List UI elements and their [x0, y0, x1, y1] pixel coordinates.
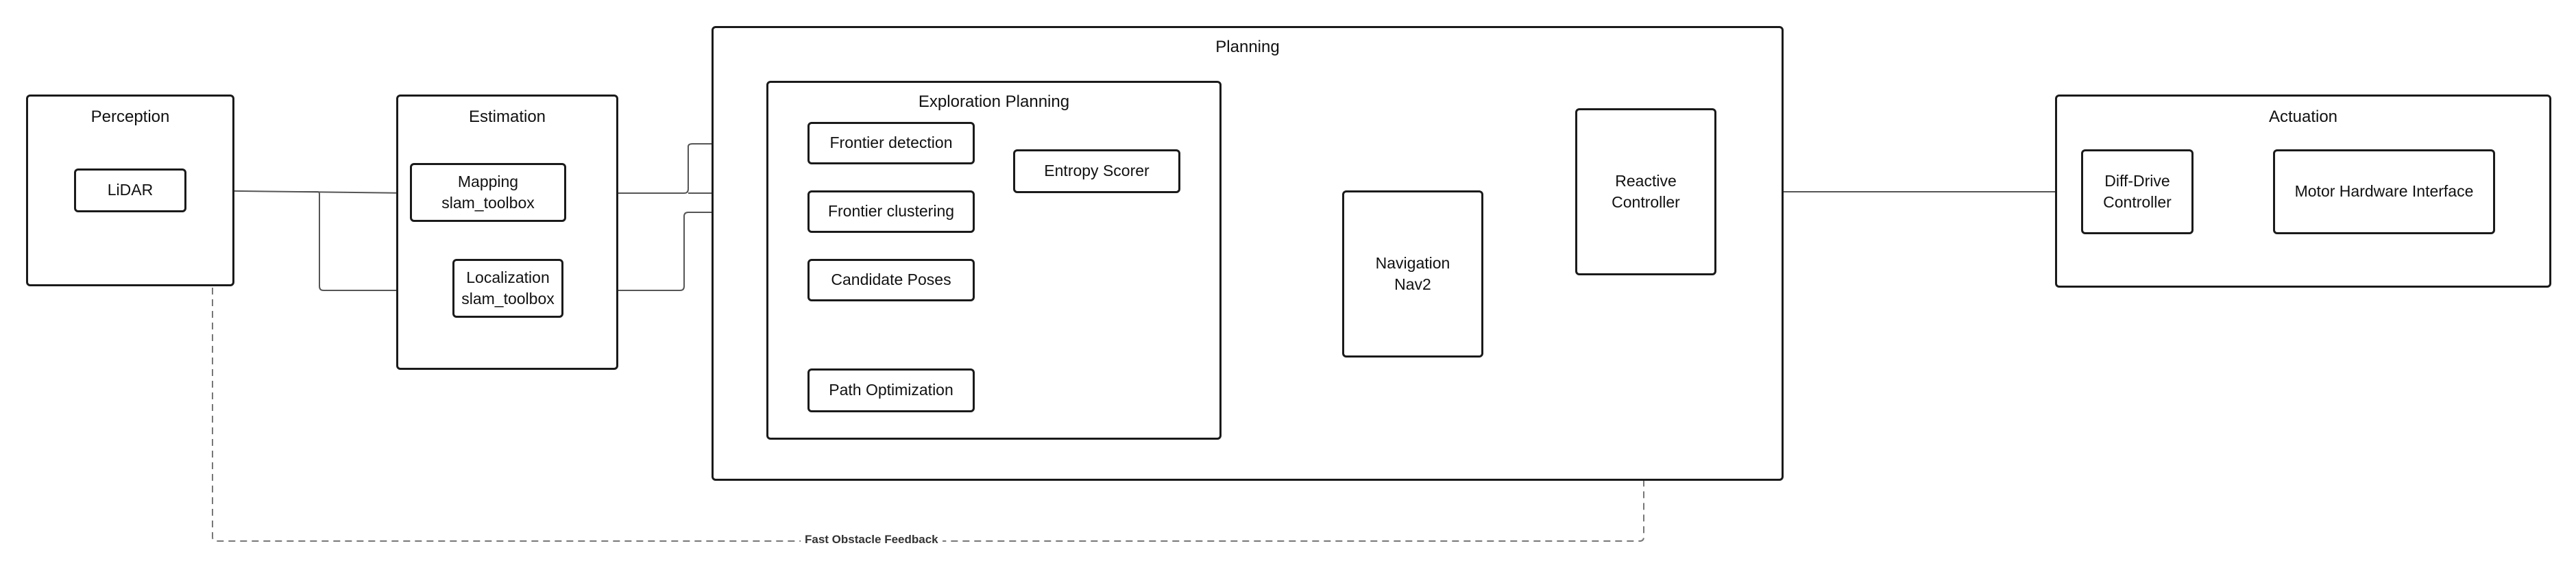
group-title-exploration: Exploration Planning: [918, 92, 1070, 111]
node-entropy-scorer: Entropy Scorer: [1013, 149, 1180, 193]
node-motor-hardware-interface: Motor Hardware Interface: [2273, 149, 2495, 234]
node-lidar: LiDAR: [74, 168, 186, 212]
edge-mapping-frontier-detection: [565, 139, 810, 194]
node-diff-drive-controller: Diff-Drive Controller: [2081, 149, 2194, 234]
group-title-estimation: Estimation: [468, 108, 546, 126]
group-title-actuation: Actuation: [2268, 108, 2338, 126]
edge-label-fast-obstacle-feedback: Fast Obstacle Feedback: [801, 533, 943, 547]
group-title-perception: Perception: [90, 108, 170, 126]
group-estimation: Estimation: [396, 95, 618, 370]
edge-lidar-localization: [299, 191, 452, 291]
node-navigation: Navigation Nav2: [1342, 190, 1483, 358]
node-frontier-detection: Frontier detection: [807, 122, 975, 164]
node-candidate-poses: Candidate Poses: [807, 259, 975, 301]
node-localization: Localization slam_toolbox: [452, 259, 563, 318]
edge-localization-frontier-clustering: [562, 208, 810, 291]
node-reactive-controller: Reactive Controller: [1575, 108, 1716, 275]
node-mapping: Mapping slam_toolbox: [410, 163, 566, 222]
node-frontier-clustering: Frontier clustering: [807, 190, 975, 233]
node-path-optimization: Path Optimization: [807, 368, 975, 412]
group-title-planning: Planning: [1215, 38, 1280, 56]
